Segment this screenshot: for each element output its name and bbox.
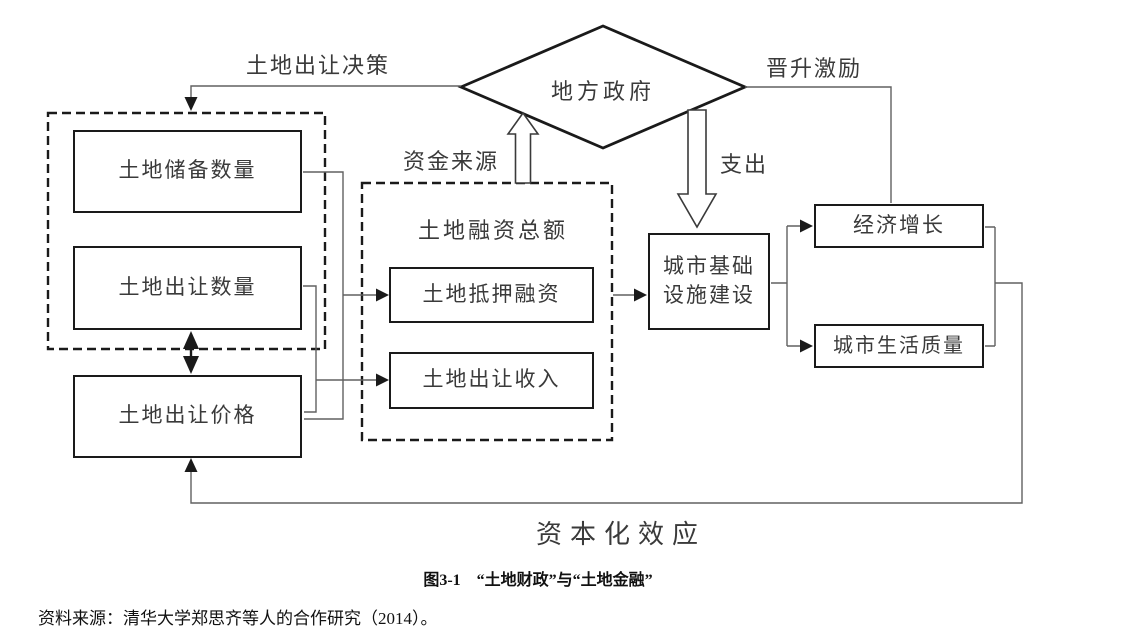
local-government-label: 地方政府 <box>550 79 655 104</box>
hollow-arrow-expenditure-icon <box>676 109 718 229</box>
box-economic-growth: 经济增长 <box>814 204 984 248</box>
double-arrow-up-head-icon <box>183 331 199 349</box>
box-land-reserve-quantity: 土地储备数量 <box>73 130 302 213</box>
arrow-up-into-price-icon <box>184 458 198 472</box>
label-capitalization-effect: 资本化效应 <box>535 519 706 549</box>
label-promotion-incentive: 晋升激励 <box>765 56 862 81</box>
dashed-group-land-financing <box>360 181 614 442</box>
box-land-mortgage-financing: 土地抵押融资 <box>389 267 594 323</box>
box-land-sale-quantity: 土地出让数量 <box>73 246 302 330</box>
hollow-arrow-funding-icon <box>506 111 540 184</box>
arrow-into-mortgage-icon <box>376 288 389 302</box>
arrow-into-life-quality-icon <box>800 339 813 353</box>
box-urban-infrastructure: 城市基础设施建设 <box>648 233 770 330</box>
figure-caption: 图3-1 “土地财政”与“土地金融” <box>423 572 653 589</box>
arrow-into-growth-icon <box>800 219 813 233</box>
label-land-financing-total: 土地融资总额 <box>417 218 568 243</box>
label-land-sale-decision: 土地出让决策 <box>245 53 390 78</box>
label-expenditure: 支出 <box>719 152 768 177</box>
arrow-into-infrastructure-icon <box>634 288 647 302</box>
arrow-down-into-land-group-icon <box>184 97 198 111</box>
box-urban-life-quality: 城市生活质量 <box>814 324 984 368</box>
box-land-sale-price: 土地出让价格 <box>73 375 302 458</box>
box-land-sale-revenue: 土地出让收入 <box>389 352 594 409</box>
label-funding-source: 资金来源 <box>402 149 499 174</box>
arrow-into-revenue-icon <box>376 373 389 387</box>
source-note: 资料来源：清华大学郑思齐等人的合作研究（2014）。 <box>38 609 438 628</box>
double-arrow-down-head-icon <box>183 356 199 374</box>
